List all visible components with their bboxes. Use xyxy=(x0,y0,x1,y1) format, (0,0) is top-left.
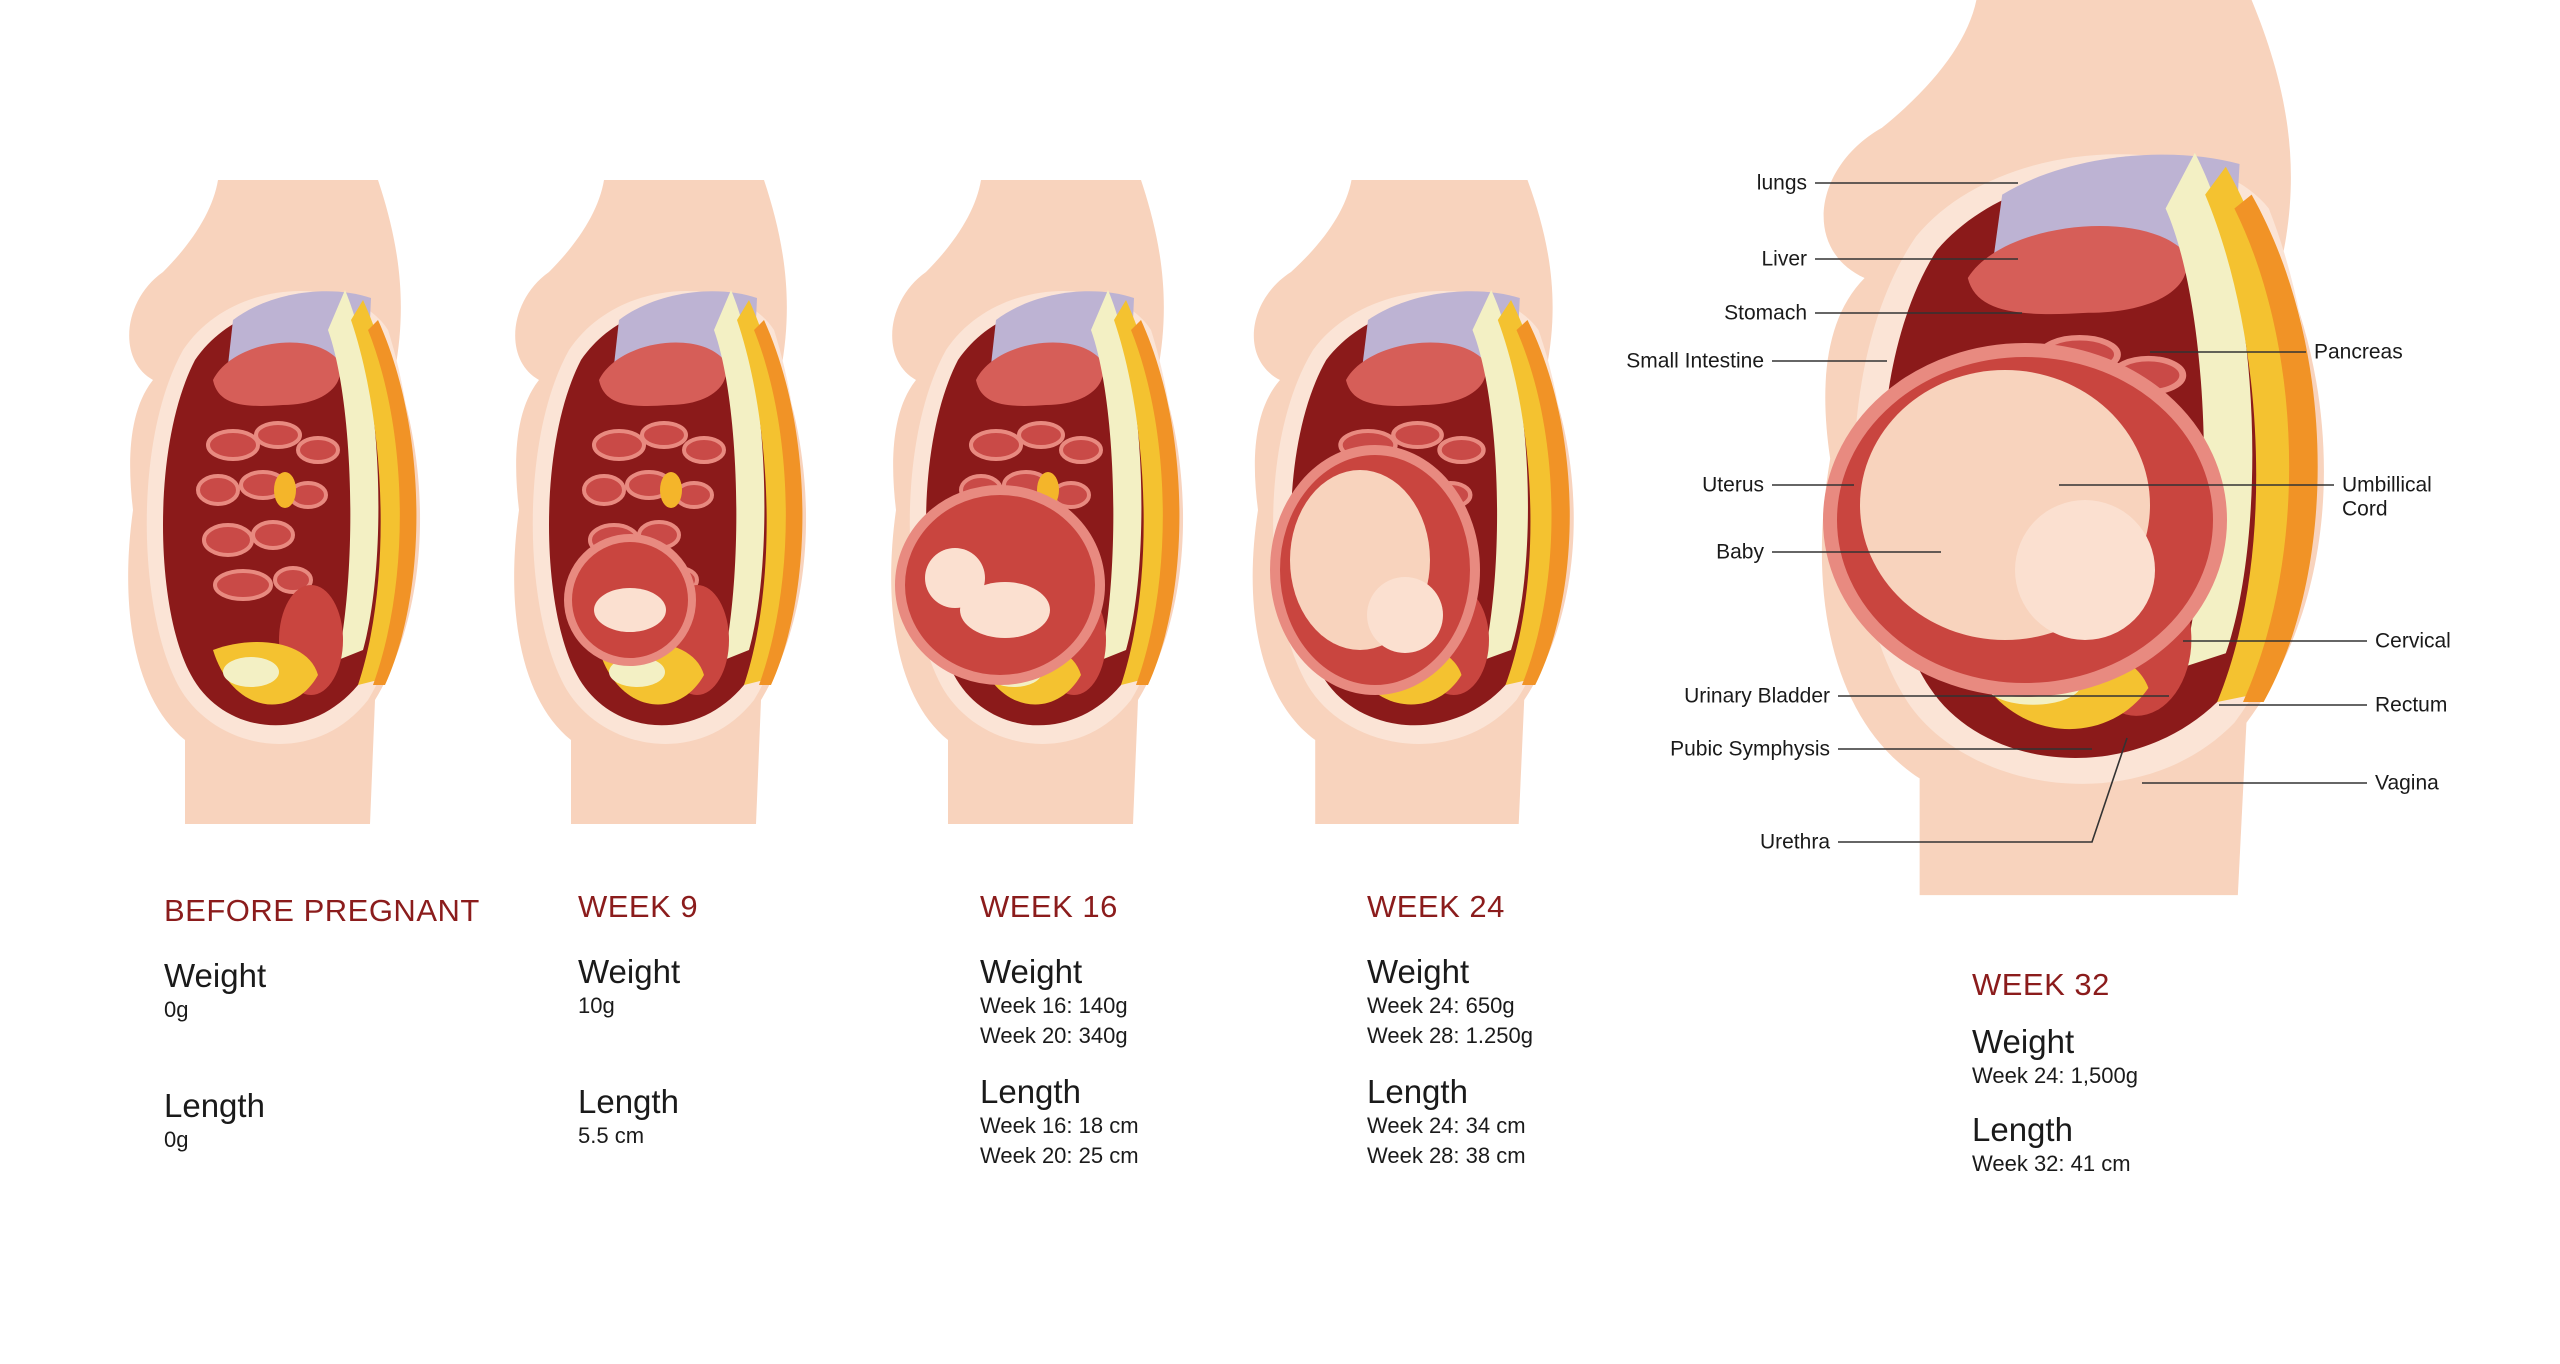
stage-title: WEEK 16 xyxy=(980,889,1118,924)
label-small-intestine: Small Intestine xyxy=(1626,349,1764,373)
label-cord: Cord xyxy=(2342,497,2388,521)
length-value: Week 20: 25 cm xyxy=(980,1143,1139,1168)
length-value: 0g xyxy=(164,1127,189,1152)
weight-value: Week 20: 340g xyxy=(980,1023,1128,1048)
stage-week-16: WEEK 16 Weight Week 16: 140g Week 20: 34… xyxy=(980,889,1139,1171)
weight-value: 10g xyxy=(578,993,615,1018)
length-heading: Length xyxy=(980,1073,1081,1110)
label-stomach: Stomach xyxy=(1724,301,1807,325)
label-cervical: Cervical xyxy=(2375,629,2451,653)
length-heading: Length xyxy=(1972,1111,2073,1148)
length-value: 5.5 cm xyxy=(578,1123,645,1148)
label-liver: Liver xyxy=(1761,247,1807,271)
leader-lines xyxy=(1772,182,2367,843)
stage-title: WEEK 32 xyxy=(1972,967,2110,1002)
stage-week-24: WEEK 24 Weight Week 24: 650g Week 28: 1.… xyxy=(1367,889,1533,1171)
weight-heading: Weight xyxy=(980,953,1083,990)
weight-value: Week 24: 650g xyxy=(1367,993,1515,1018)
label-lungs: lungs xyxy=(1756,171,1807,195)
figure-before-pregnant xyxy=(126,178,423,826)
weight-heading: Weight xyxy=(1367,953,1470,990)
label-umbilical: Umbillical xyxy=(2342,473,2432,497)
length-heading: Length xyxy=(1367,1073,1468,1110)
weight-value: Week 28: 1.250g xyxy=(1367,1023,1533,1048)
leader-urethra xyxy=(1838,737,2128,843)
figure-week-9 xyxy=(512,178,809,826)
weight-value: Week 16: 140g xyxy=(980,993,1128,1018)
stage-week-9: WEEK 9 Weight 10g Length 5.5 cm xyxy=(578,889,698,1151)
fetus-week-16 xyxy=(895,485,1105,685)
label-urinary-bladder: Urinary Bladder xyxy=(1684,684,1830,708)
length-value: Week 28: 38 cm xyxy=(1367,1143,1526,1168)
fetus-week-32 xyxy=(1823,343,2227,697)
weight-value: Week 24: 1,500g xyxy=(1972,1063,2138,1088)
label-urethra: Urethra xyxy=(1759,830,1830,854)
weight-value: 0g xyxy=(164,997,189,1022)
weight-heading: Weight xyxy=(578,953,681,990)
stage-title: WEEK 9 xyxy=(578,889,699,924)
stage-title: WEEK 24 xyxy=(1367,889,1505,924)
label-rectum: Rectum xyxy=(2375,693,2448,717)
label-pancreas: Pancreas xyxy=(2314,340,2403,364)
length-heading: Length xyxy=(578,1083,679,1120)
length-heading: Length xyxy=(164,1087,265,1124)
length-value: Week 24: 34 cm xyxy=(1367,1113,1526,1138)
weight-heading: Weight xyxy=(1972,1023,2075,1060)
label-pubic-symphysis: Pubic Symphysis xyxy=(1670,737,1830,761)
weight-heading: Weight xyxy=(164,957,267,994)
length-value: Week 16: 18 cm xyxy=(980,1113,1139,1138)
fetus-week-9 xyxy=(564,534,696,666)
label-uterus: Uterus xyxy=(1702,473,1764,497)
stage-title: BEFORE PREGNANT xyxy=(164,893,480,928)
length-value: Week 32: 41 cm xyxy=(1972,1151,2131,1176)
label-baby: Baby xyxy=(1716,540,1764,564)
fetus-week-24 xyxy=(1270,445,1480,695)
stage-week-32: WEEK 32 Weight Week 24: 1,500g Length We… xyxy=(1972,967,2138,1179)
stage-before-pregnant: BEFORE PREGNANT Weight 0g Length 0g xyxy=(164,893,480,1155)
label-vagina: Vagina xyxy=(2375,771,2439,795)
